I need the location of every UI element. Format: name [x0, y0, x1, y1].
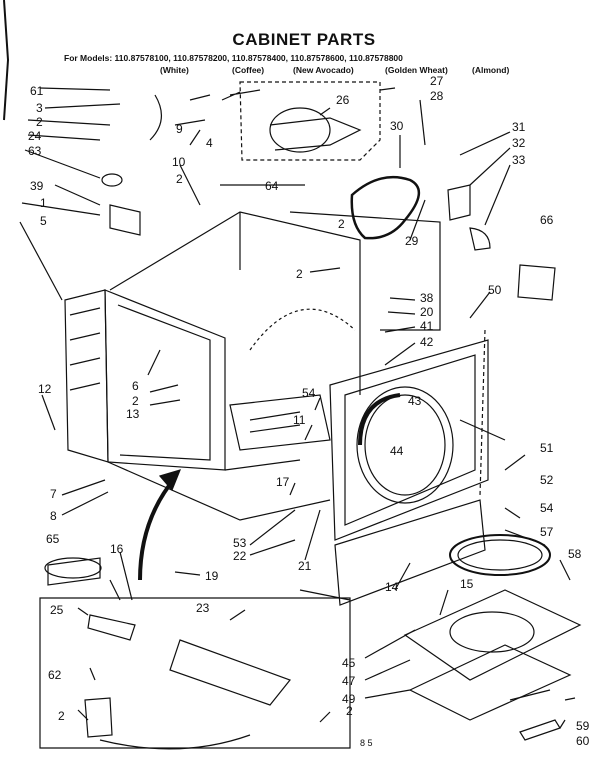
callout-13: 13 [126, 407, 140, 421]
callout-15: 15 [460, 577, 474, 591]
callout-29: 29 [405, 234, 419, 248]
callout-3: 3 [36, 101, 43, 115]
callout-4: 4 [206, 136, 213, 150]
callout-49: 49 [342, 692, 356, 706]
callout-61: 61 [30, 84, 44, 98]
color-label-coffee: (Coffee) [232, 65, 265, 75]
callout-43: 43 [408, 394, 422, 408]
callout-54-lower: 54 [540, 501, 554, 515]
callout-21: 21 [298, 559, 312, 573]
callout-54-upper: 54 [302, 386, 316, 400]
callout-8: 8 [50, 509, 57, 523]
callout-2-upper: 2 [176, 172, 183, 186]
callout-5: 5 [40, 214, 47, 228]
callout-53: 53 [233, 536, 247, 550]
callout-51: 51 [540, 441, 554, 455]
callout-44: 44 [390, 444, 404, 458]
callout-16: 16 [110, 542, 124, 556]
callout-2: 2 [36, 115, 43, 129]
callout-2-rear: 2 [296, 267, 303, 281]
callout-14: 14 [385, 580, 399, 594]
callout-27: 27 [430, 74, 444, 88]
callout-65: 65 [46, 532, 60, 546]
callout-2-belt: 2 [338, 217, 345, 231]
callout-23: 23 [196, 601, 210, 615]
callout-7: 7 [50, 487, 57, 501]
callout-20: 20 [420, 305, 434, 319]
callout-19: 19 [205, 569, 219, 583]
callout-2-inset-left: 2 [58, 709, 65, 723]
color-label-almond: (Almond) [472, 65, 510, 75]
callout-30: 30 [390, 119, 404, 133]
callout-58: 58 [568, 547, 582, 561]
callout-47: 47 [342, 674, 356, 688]
callout-31: 31 [512, 120, 526, 134]
callout-63: 63 [28, 144, 42, 158]
color-label-new-avocado: (New Avocado) [293, 65, 354, 75]
callout-25: 25 [50, 603, 64, 617]
callout-39: 39 [30, 179, 44, 193]
callout-60: 60 [576, 734, 590, 748]
callout-52: 52 [540, 473, 554, 487]
callout-24: 24 [28, 129, 42, 143]
color-label-golden-wheat: (Golden Wheat) [385, 65, 448, 75]
callout-38: 38 [420, 291, 434, 305]
callout-62: 62 [48, 668, 62, 682]
callout-59: 59 [576, 719, 590, 733]
callout-10: 10 [172, 155, 186, 169]
callout-22: 22 [233, 549, 247, 563]
callout-12: 12 [38, 382, 52, 396]
line-art [3, 0, 582, 750]
page-number: 8 5 [360, 738, 373, 748]
callout-6: 6 [132, 379, 139, 393]
callout-64: 64 [265, 179, 279, 193]
callout-32: 32 [512, 136, 526, 150]
callout-66: 66 [540, 213, 554, 227]
callout-41: 41 [420, 319, 434, 333]
callout-45: 45 [342, 656, 356, 670]
callout-1: 1 [40, 196, 47, 210]
callout-9: 9 [176, 122, 183, 136]
callout-labels: 61 3 2 24 63 39 1 5 12 7 8 65 16 25 62 2… [28, 74, 590, 748]
callout-33: 33 [512, 153, 526, 167]
models-line: For Models: 110.87578100, 110.87578200, … [64, 53, 403, 63]
callout-2-inset-right: 2 [346, 704, 353, 718]
callout-57: 57 [540, 525, 554, 539]
callout-17: 17 [276, 475, 290, 489]
callout-2-inner: 2 [132, 394, 139, 408]
callout-26: 26 [336, 93, 350, 107]
callout-50: 50 [488, 283, 502, 297]
color-label-white: (White) [160, 65, 189, 75]
callout-28: 28 [430, 89, 444, 103]
callout-11: 11 [293, 413, 306, 427]
callout-42: 42 [420, 335, 434, 349]
page-title: CABINET PARTS [232, 30, 376, 49]
